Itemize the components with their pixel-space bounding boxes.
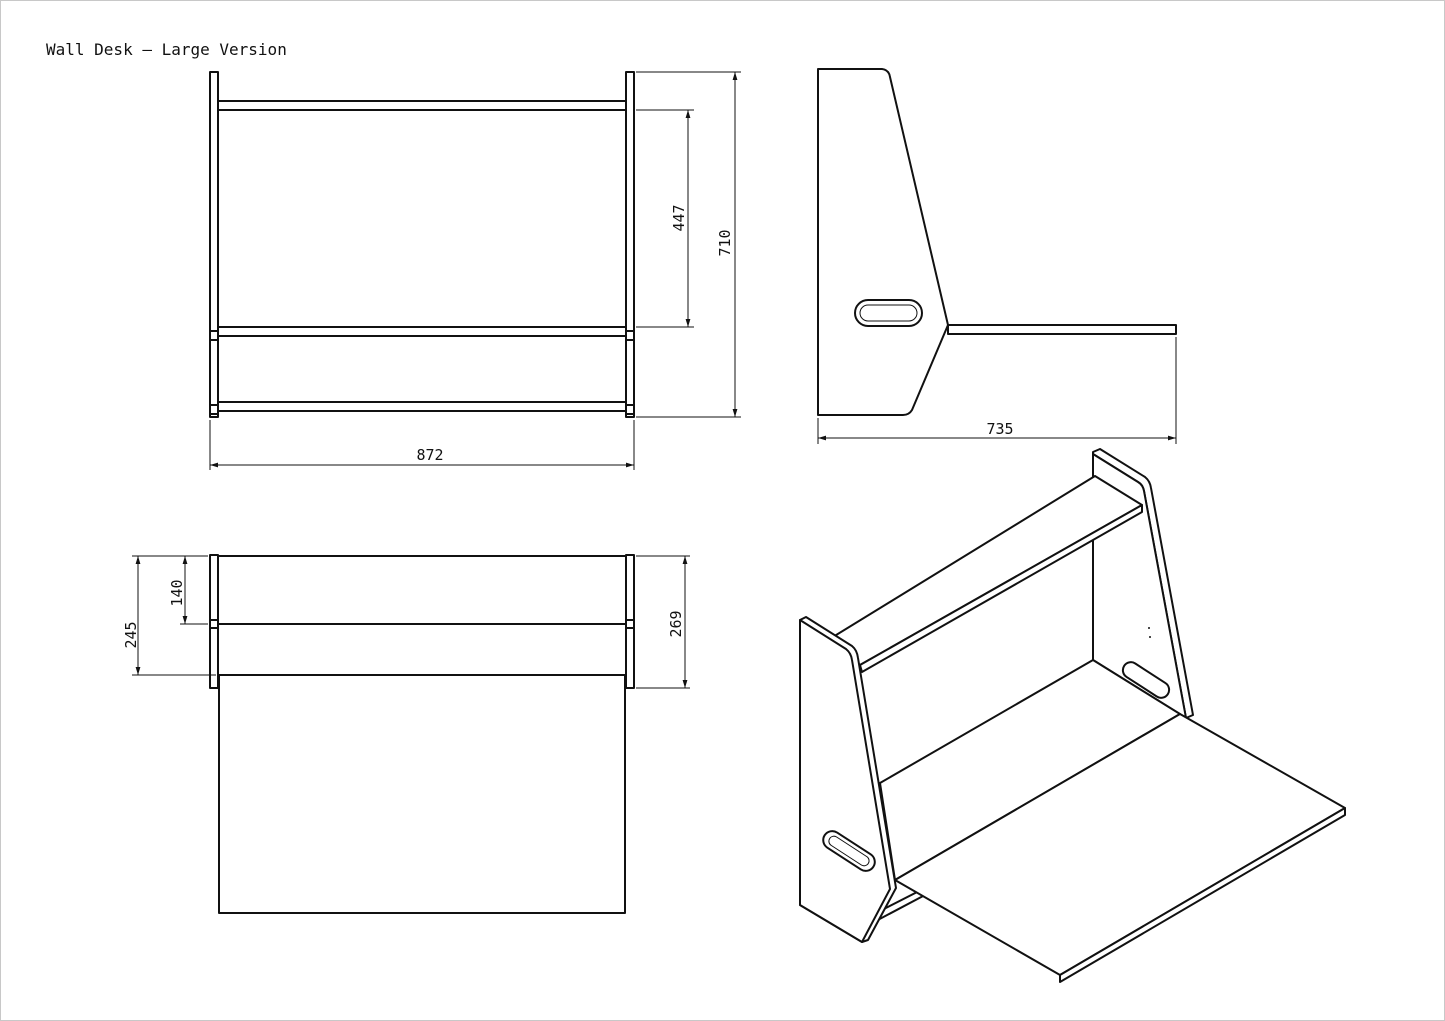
drawing-title: Wall Desk – Large Version [46, 40, 287, 59]
isometric-view [799, 448, 1346, 983]
front-view: 872 710 447 [209, 71, 741, 470]
dim-top-total: 245 [122, 621, 140, 648]
top-view: 245 140 269 [122, 554, 690, 914]
dim-front-height: 710 [716, 229, 734, 256]
dim-front-width: 872 [416, 446, 443, 464]
dim-side-depth: 735 [986, 420, 1013, 438]
dim-shelf-gap: 447 [670, 204, 688, 231]
dim-top-shelf: 140 [168, 579, 186, 606]
dim-top-panel: 269 [667, 610, 685, 637]
side-view: 735 [817, 68, 1177, 444]
